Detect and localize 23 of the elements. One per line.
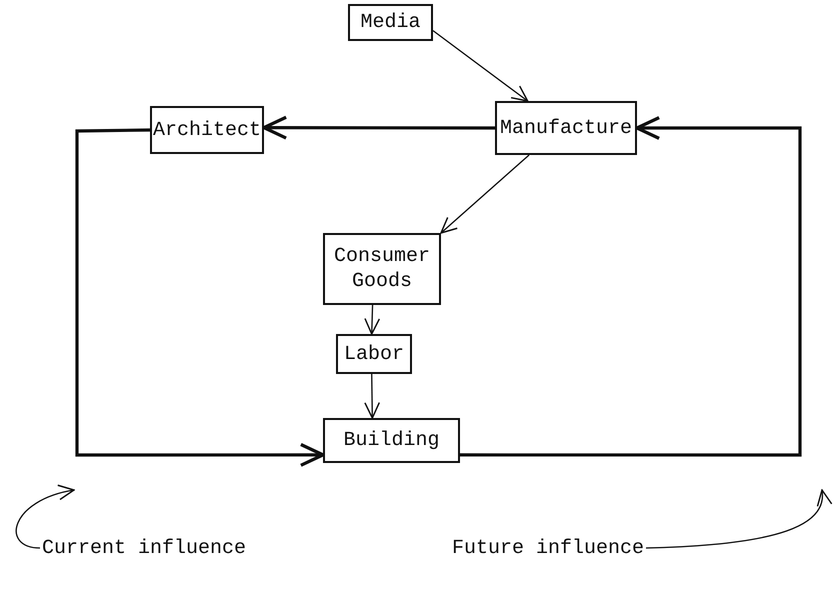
- box-label: Labor: [344, 342, 404, 366]
- arrow: [440, 154, 530, 234]
- annotation-text: Current influence: [40, 533, 248, 563]
- arrow: [75, 128, 325, 467]
- annotation-text: Future influence: [450, 533, 646, 563]
- process-box: [150, 106, 264, 154]
- arrow: [364, 304, 380, 335]
- process-box: [336, 334, 412, 374]
- arrow: [262, 116, 495, 140]
- arrow: [460, 116, 802, 457]
- process-box: [348, 4, 433, 41]
- box-label: Building: [343, 428, 440, 453]
- box-label: Architect: [152, 118, 262, 142]
- leader-line: [16, 486, 75, 549]
- arrow: [364, 374, 380, 419]
- process-box: [323, 233, 441, 305]
- process-box: [323, 418, 460, 463]
- box-label: Consumer Goods: [332, 244, 431, 294]
- process-box: [495, 101, 637, 155]
- box-label: Manufacture: [500, 116, 632, 140]
- box-label: Media: [360, 10, 420, 35]
- leader-line: [646, 489, 831, 549]
- arrow: [432, 30, 528, 102]
